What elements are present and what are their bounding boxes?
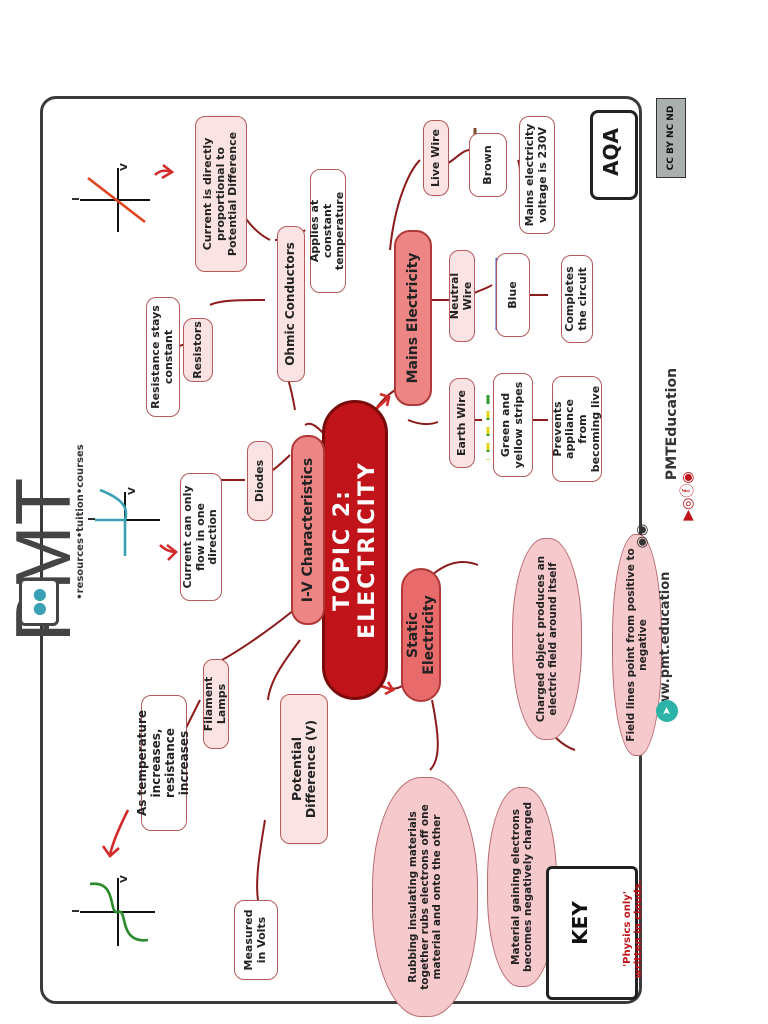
key-text: 'Physics only' written in clouds. xyxy=(621,879,645,979)
earth-colour: Green and yellow stripes xyxy=(493,373,533,477)
owl-eyes-icon: ◉◉ xyxy=(633,523,650,549)
neutral-wire: Neutral Wire xyxy=(448,250,475,342)
live-wire: Live Wire xyxy=(423,120,449,196)
resistors-note: Resistance stays constant xyxy=(146,297,180,417)
cursor-icon: ➤ xyxy=(656,700,678,722)
ohmic-conductors: Ohmic Conductors xyxy=(277,226,305,382)
exam-board-label: AQA xyxy=(598,128,623,176)
static-cloud-charged-object: Charged object produces an electric fiel… xyxy=(512,538,582,740)
key-panel: KEY 'Physics only' written in clouds. xyxy=(546,866,644,1000)
ohmic-axis-i: I xyxy=(71,197,83,201)
diodes-note: Current can only flow in one direction xyxy=(180,473,222,601)
social-icons[interactable]: ▶◎ⓕ◉ xyxy=(679,471,696,521)
branch-mains-electricity: Mains Electricity xyxy=(394,230,432,406)
pmt-owl-icon: ●● xyxy=(19,578,59,626)
pd-note-volts: Measured in Volts xyxy=(234,900,278,980)
central-topic: TOPIC 2: ELECTRICITY xyxy=(322,400,388,700)
branch-static-electricity: Static Electricity xyxy=(401,568,441,702)
diode-axis-v: V xyxy=(127,487,139,495)
filament-axis-i: I xyxy=(71,909,83,913)
ohmic-note-proportional: Current is directly proportional to Pote… xyxy=(195,116,247,272)
ohmic-note-constant-temperature: Applies at constant temperature xyxy=(308,169,346,293)
website-link[interactable]: www.pmt.education xyxy=(657,571,673,719)
ohmic-graph xyxy=(80,168,150,232)
resistors: Resistors xyxy=(183,318,213,382)
filament-graph xyxy=(80,878,155,946)
cc-license-text: CC BY NC ND xyxy=(665,105,676,171)
filament-note: As temperature increases, resistance inc… xyxy=(135,695,191,831)
potential-difference: Potential Difference (V) xyxy=(280,694,328,844)
earth-note: Prevents appliance from becoming live xyxy=(551,376,602,482)
branch-iv-characteristics: I-V Characteristics xyxy=(291,435,325,625)
live-colour: Brown xyxy=(469,133,507,197)
neutral-note: Completes the circuit xyxy=(561,255,593,343)
key-title: KEY xyxy=(567,901,592,945)
ohmic-axis-v: V xyxy=(119,163,131,171)
diode-graph xyxy=(95,488,160,556)
static-cloud-field-lines: Field lines point from positive to negat… xyxy=(612,534,662,756)
neutral-colour: Blue xyxy=(496,253,530,337)
pmt-logo: PMT xyxy=(0,477,88,643)
diodes: Diodes xyxy=(247,441,273,521)
filament-lamps: Filament Lamps xyxy=(202,659,229,749)
pmt-tagline: •resources•tuition•courses xyxy=(75,444,87,600)
earth-wire: Earth Wire xyxy=(449,378,475,468)
filament-axis-v: V xyxy=(119,875,131,883)
static-cloud-rubbing: Rubbing insulating materials together ru… xyxy=(372,777,478,1017)
live-note: Mains electricity voltage is 230V xyxy=(519,116,555,234)
exam-board-badge: AQA xyxy=(590,110,638,200)
cc-license-badge: CC BY NC ND xyxy=(656,98,686,178)
